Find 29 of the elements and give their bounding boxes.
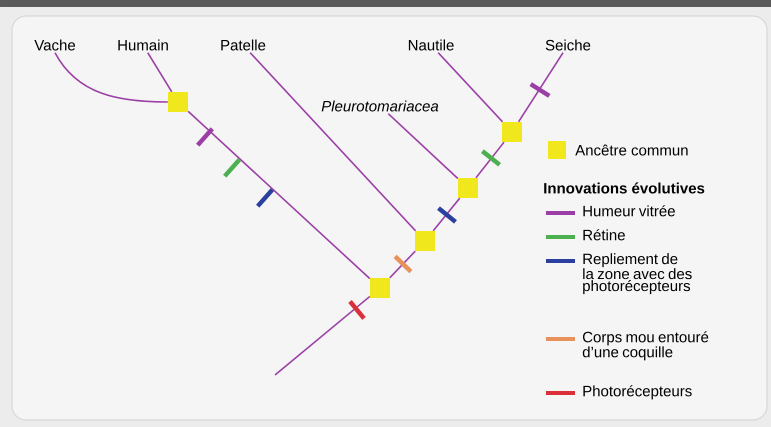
branch-line xyxy=(274,296,370,376)
branch-line xyxy=(54,52,168,103)
legend-text: Humeur vitrée xyxy=(583,205,675,216)
legend-text: Ancêtre commun xyxy=(575,144,688,156)
legend-text: Photorécepteurs xyxy=(583,385,692,400)
taxon-label: Seiche xyxy=(546,39,590,50)
branch-line xyxy=(518,52,564,122)
taxon-label: Vache xyxy=(34,39,76,50)
branch-line xyxy=(147,52,172,92)
branch-line xyxy=(438,52,504,122)
taxon-label: Patelle xyxy=(221,39,266,50)
branch-line xyxy=(250,52,416,232)
ancestor-square xyxy=(502,122,522,142)
legend-text: Repliement de la zone avec des photorécepteurs xyxy=(583,253,692,294)
legend-heading: Innovations évolutives xyxy=(544,182,704,194)
ancestor-square xyxy=(370,278,390,298)
ancestor-square xyxy=(168,92,188,112)
ancestor-square xyxy=(458,178,478,198)
branch-line xyxy=(475,142,505,178)
branch-line xyxy=(389,250,416,278)
legend-text: Rétine xyxy=(583,229,625,240)
branch-line xyxy=(388,113,458,180)
taxon-label: Humain xyxy=(118,39,168,50)
branch-line xyxy=(432,198,460,232)
taxon-label: Pleurotomariacea xyxy=(322,100,438,112)
legend-text: Corps mou entouré d’une coquille xyxy=(582,331,708,360)
taxon-label: Nautile xyxy=(408,39,454,50)
ancestor-square xyxy=(415,230,435,251)
branch-line xyxy=(188,110,370,280)
